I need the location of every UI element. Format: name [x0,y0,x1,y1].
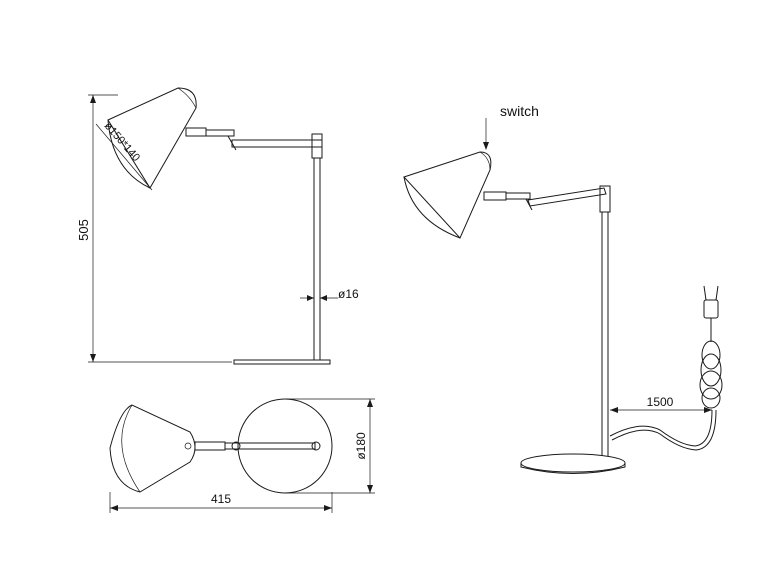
shade-label: ø150*140 [102,120,142,164]
side-horizontal-arm [231,139,323,148]
top-shade-rim [121,404,141,493]
pole-arrow-right [320,295,327,301]
side-shade: ø150*140 [95,87,197,191]
persp-base-edge [520,463,626,474]
top-view: 415 ø180 [109,398,375,513]
height-arrow-bottom [90,354,96,362]
side-arm-joint [205,129,235,137]
persp-arm-joint [505,192,531,200]
plug-icon [703,285,719,319]
persp-cord [609,409,713,447]
persp-arm-pivot [599,185,611,213]
shade-dimension-line [95,123,153,191]
top-shade-socket [184,442,192,450]
pole-arrow-left [307,295,314,301]
base-arrow-bottom [367,485,373,493]
persp-shade-rim [403,176,461,239]
cord-arrow-left [610,407,618,413]
side-switch-barrel [185,127,207,137]
side-view: 505 ø150*140 ø16 [76,87,359,365]
side-arm-pivot [311,133,323,159]
cord-label: 1500 [647,395,674,409]
base-arrow-top [367,399,373,407]
persp-horizontal-arm [527,187,607,207]
cord-coil [699,318,723,409]
base-label: ø180 [354,432,368,460]
persp-base [520,453,626,473]
top-pole [311,441,321,451]
height-label: 505 [76,219,91,241]
top-shade [109,404,196,493]
switch-pointer-arrow [483,142,489,150]
persp-shade-top [479,151,491,171]
top-arm [224,442,316,450]
width-arrow-left [110,505,118,511]
switch-label: switch [500,103,539,119]
top-base [237,398,333,494]
persp-shade [403,151,492,239]
height-arrow-top [90,95,96,103]
pole-label: ø16 [338,287,359,301]
cord-arrow-right [704,407,712,413]
top-switch-barrel [194,441,226,451]
persp-cord-outer [611,409,717,451]
width-arrow-right [324,505,332,511]
top-arm-joint [231,441,241,451]
persp-switch-barrel [483,191,507,201]
width-label: 415 [211,492,231,506]
perspective-view: switch [403,103,723,474]
side-base [233,359,331,365]
